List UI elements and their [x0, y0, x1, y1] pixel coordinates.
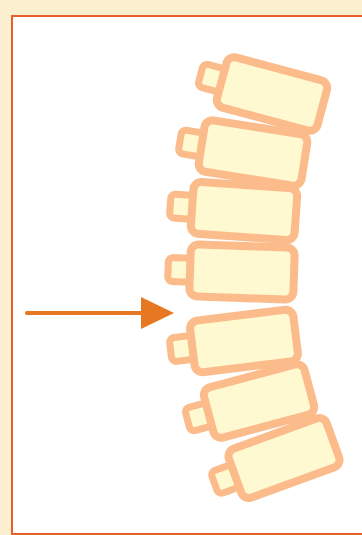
vertebra-body — [198, 119, 309, 187]
vertebra-4 — [167, 243, 295, 299]
spine-diagram — [0, 0, 362, 523]
vertebra-body — [190, 181, 297, 240]
vertebrae-stack — [167, 50, 342, 508]
vertebra-body — [189, 309, 299, 373]
arrow-right-icon — [27, 297, 174, 329]
vertebra-body — [189, 244, 295, 300]
vertebra-3 — [168, 180, 297, 241]
